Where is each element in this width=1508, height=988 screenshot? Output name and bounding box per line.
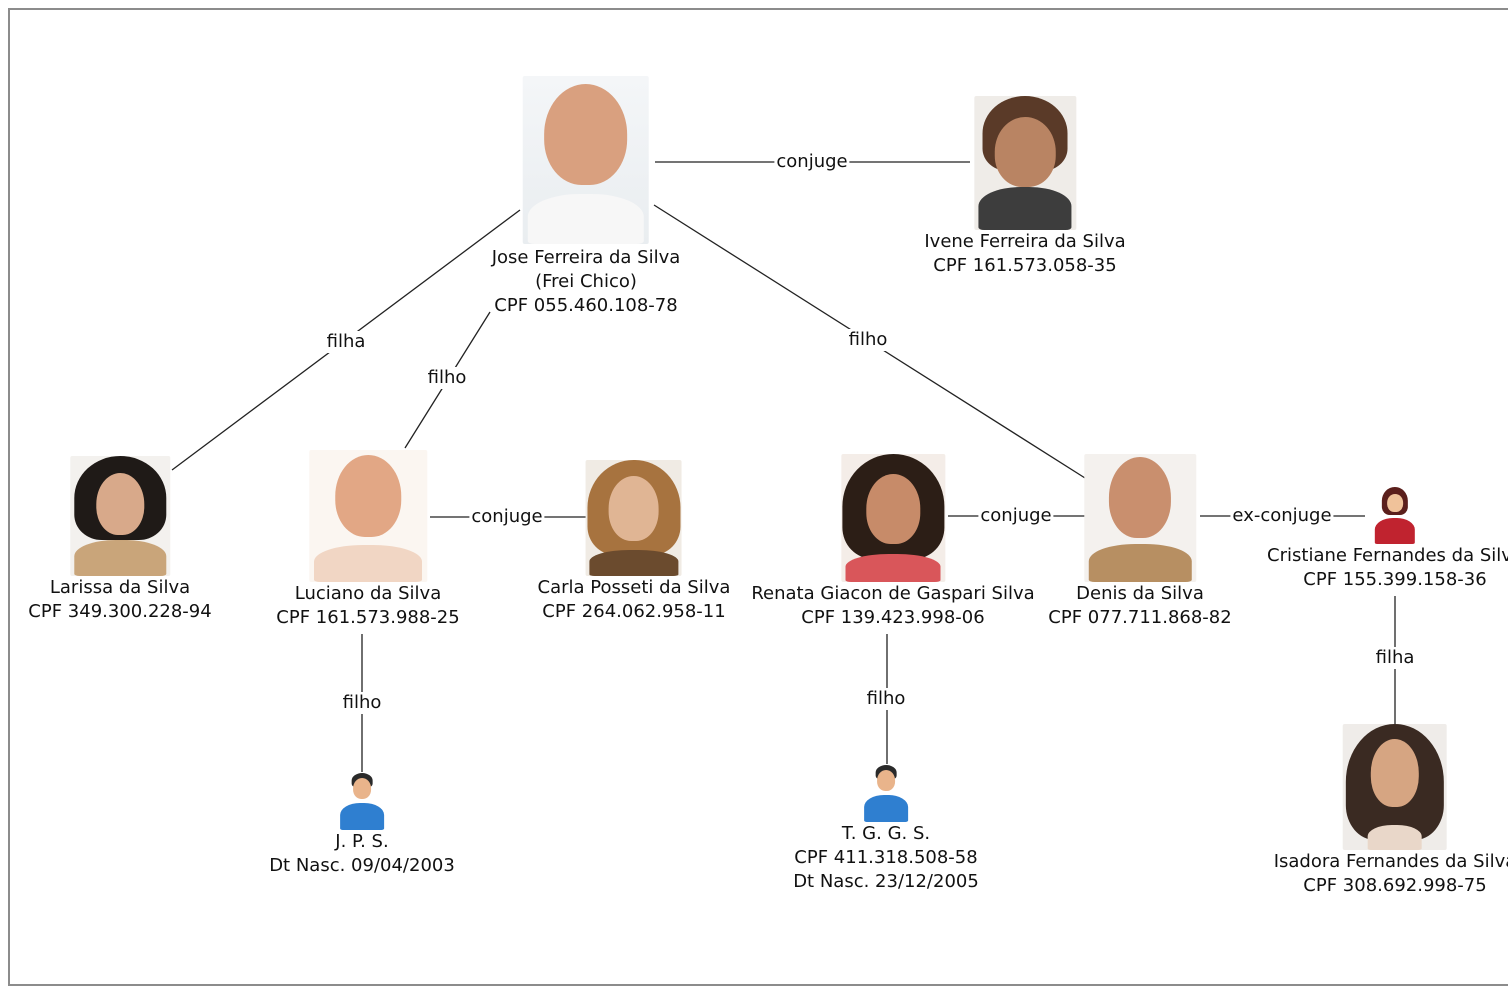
edge-label-jose-denis: filho [846,329,890,351]
edge-label-jose-larissa: filha [324,331,368,353]
node-luciano[interactable]: Luciano da Silva CPF 161.573.988-25 [276,450,460,630]
luciano-photo [308,450,427,582]
node-tggs[interactable]: T. G. G. S. CPF 411.318.508-58 Dt Nasc. … [793,764,979,894]
jps-dob: Dt Nasc. 09/04/2003 [269,855,455,876]
denis-name: Denis da Silva [1076,583,1204,604]
jose-cpf: CPF 055.460.108-78 [494,295,678,316]
isadora-photo [1342,724,1447,850]
node-cristiane[interactable]: Cristiane Fernandes da Silva CPF 155.399… [1267,486,1508,592]
isadora-name: Isadora Fernandes da Silva [1273,851,1508,872]
node-larissa[interactable]: Larissa da Silva CPF 349.300.228-94 [28,456,212,624]
edge-label-denis-cristiane: ex-conjuge [1230,505,1334,527]
larissa-photo [69,456,170,576]
denis-photo [1083,454,1196,582]
carla-name: Carla Posseti da Silva [537,577,731,598]
jps-name: J. P. S. [335,831,389,852]
edge-label-luciano-carla: conjuge [469,506,545,528]
user-female-icon [1373,486,1417,544]
node-jose[interactable]: Jose Ferreira da Silva (Frei Chico) CPF … [491,76,681,318]
renata-name: Renata Giacon de Gaspari Silva [751,583,1035,604]
larissa-name: Larissa da Silva [49,577,191,598]
node-denis[interactable]: Denis da Silva CPF 077.711.868-82 [1048,454,1232,630]
node-ivene[interactable]: Ivene Ferreira da Silva CPF 161.573.058-… [924,96,1126,278]
edge-label-jose-ivene: conjuge [774,151,850,173]
tggs-dob: Dt Nasc. 23/12/2005 [793,871,979,892]
ivene-photo [973,96,1076,230]
jose-photo [522,76,649,244]
edge-label-renata-denis: conjuge [978,505,1054,527]
cristiane-name: Cristiane Fernandes da Silva [1267,545,1508,566]
node-isadora[interactable]: Isadora Fernandes da Silva CPF 308.692.9… [1274,724,1508,898]
carla-cpf: CPF 264.062.958-11 [542,601,726,622]
luciano-name: Luciano da Silva [294,583,442,604]
ivene-cpf: CPF 161.573.058-35 [933,255,1117,276]
jose-name: Jose Ferreira da Silva [491,247,681,268]
cristiane-cpf: CPF 155.399.158-36 [1303,569,1487,590]
ivene-name: Ivene Ferreira da Silva [924,231,1126,252]
carla-photo [585,460,682,576]
user-male-icon [338,772,386,830]
renata-photo [841,454,945,582]
node-carla[interactable]: Carla Posseti da Silva CPF 264.062.958-1… [537,460,731,624]
tggs-cpf: CPF 411.318.508-58 [794,847,978,868]
tggs-name: T. G. G. S. [841,823,931,844]
edge-label-jose-luciano: filho [425,367,469,389]
denis-cpf: CPF 077.711.868-82 [1048,607,1232,628]
jose-alias: (Frei Chico) [535,271,637,292]
isadora-cpf: CPF 308.692.998-75 [1303,875,1487,896]
renata-cpf: CPF 139.423.998-06 [801,607,985,628]
edge-label-cristiane-isadora: filha [1373,647,1417,669]
node-renata[interactable]: Renata Giacon de Gaspari Silva CPF 139.4… [751,454,1035,630]
luciano-cpf: CPF 161.573.988-25 [276,607,460,628]
edge-label-renata-tggs: filho [864,688,908,710]
edge-label-luciano-jps: filho [340,692,384,714]
node-jps[interactable]: J. P. S. Dt Nasc. 09/04/2003 [269,772,455,878]
larissa-cpf: CPF 349.300.228-94 [28,601,212,622]
user-male-icon [862,764,910,822]
diagram-canvas [8,8,1508,986]
